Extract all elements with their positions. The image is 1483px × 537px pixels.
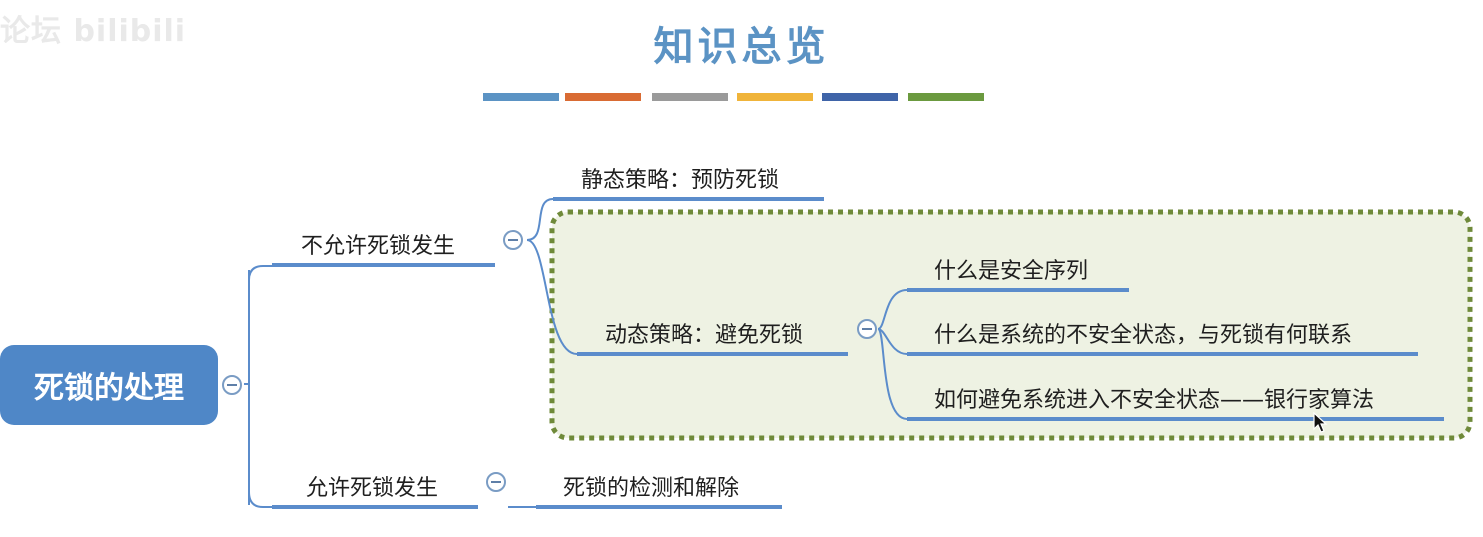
color-bar xyxy=(908,93,984,101)
node-static-strategy[interactable]: 静态策略：预防死锁 xyxy=(581,168,780,193)
connector-dynamic-d3 xyxy=(877,328,908,420)
color-bar xyxy=(822,93,898,101)
node-unsafe-state[interactable]: 什么是系统的不安全状态，与死锁有何联系 xyxy=(934,323,1353,348)
collapse-minus-icon[interactable] xyxy=(503,230,523,250)
node-bankers-algorithm[interactable]: 如何避免系统进入不安全状态——银行家算法 xyxy=(934,388,1375,413)
mindmap-root-node[interactable]: 死锁的处理 xyxy=(0,345,218,425)
connector-disallow-static xyxy=(526,198,554,241)
connector-root xyxy=(244,270,250,505)
connector-root-lower xyxy=(248,491,272,508)
color-bar xyxy=(565,93,641,101)
highlight-box xyxy=(549,209,1473,441)
connector-root-upper xyxy=(248,265,272,281)
connector-dynamic-d1 xyxy=(877,289,908,330)
node-allow-deadlock[interactable]: 允许死锁发生 xyxy=(306,476,439,501)
color-bar xyxy=(483,93,559,101)
color-bar-strip xyxy=(483,93,993,101)
watermark: 论坛 bilibili xyxy=(0,14,187,49)
page-title: 知识总览 xyxy=(653,23,830,70)
node-disallow-deadlock[interactable]: 不允许死锁发生 xyxy=(301,234,456,259)
collapse-minus-icon[interactable] xyxy=(486,472,506,492)
node-dynamic-strategy[interactable]: 动态策略：避免死锁 xyxy=(605,323,804,348)
color-bar xyxy=(737,93,813,101)
collapse-minus-icon[interactable] xyxy=(222,375,242,395)
node-detect-recover[interactable]: 死锁的检测和解除 xyxy=(563,476,740,501)
node-safe-sequence[interactable]: 什么是安全序列 xyxy=(934,259,1089,284)
collapse-minus-icon[interactable] xyxy=(857,319,877,339)
connector-disallow-dynamic xyxy=(526,239,578,355)
mouse-pointer-icon xyxy=(1313,412,1328,433)
color-bar xyxy=(652,93,728,101)
